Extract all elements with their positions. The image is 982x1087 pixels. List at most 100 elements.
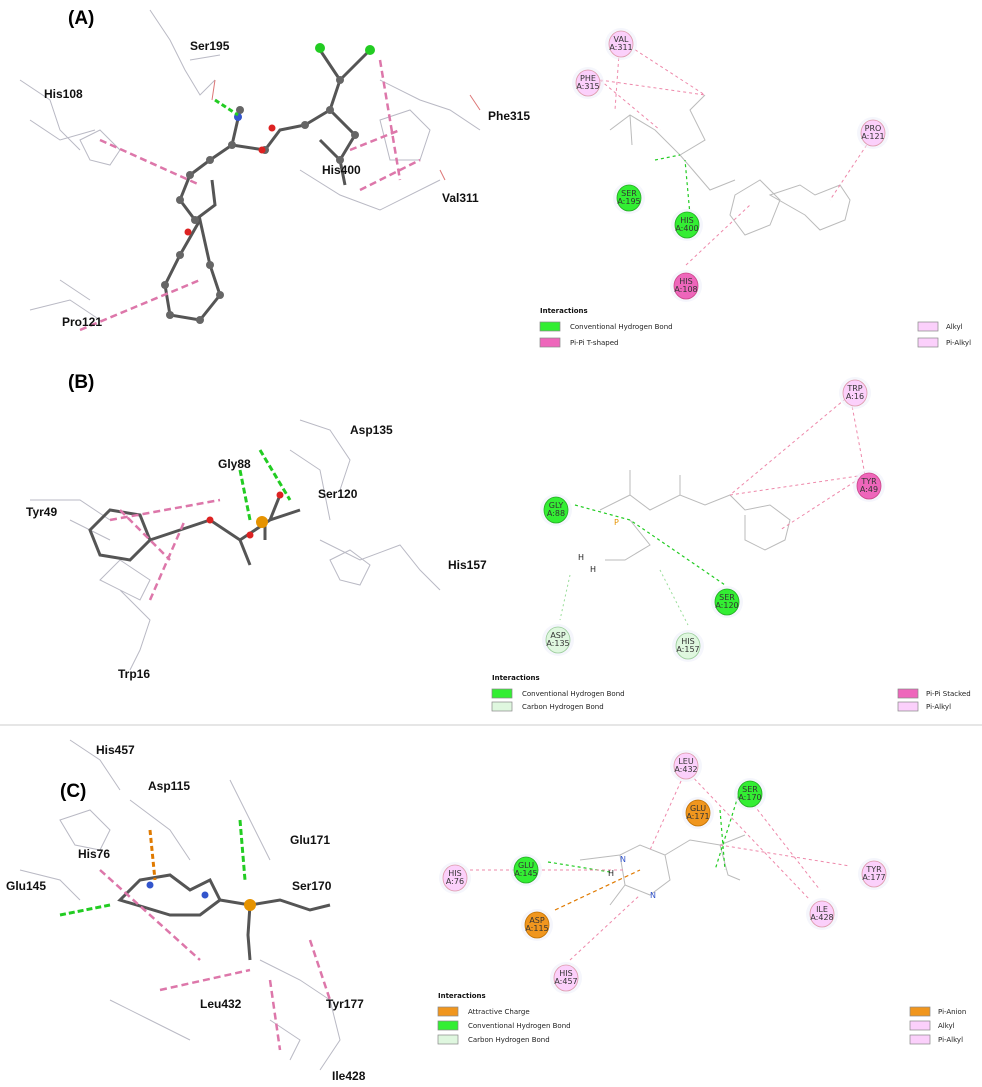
panel-a-3d-structure <box>19 9 481 332</box>
residue-id: A:76 <box>446 877 464 886</box>
legend-label: Conventional Hydrogen Bond <box>522 690 625 698</box>
residue-name: PHE <box>580 74 596 83</box>
legend-label: Pi-Alkyl <box>926 703 951 711</box>
residue-label-3d: Asp135 <box>350 423 393 437</box>
residue-id: A:457 <box>554 977 577 986</box>
residue-node-alkyl <box>553 964 579 992</box>
residue-name: HIS <box>679 277 692 286</box>
residue-node-pi-pi <box>673 272 699 300</box>
residue-node-conventional-hbond <box>513 856 539 884</box>
residue-name: ILE <box>816 905 828 914</box>
residue-label-3d: Tyr49 <box>26 505 57 519</box>
residue-node-alkyl <box>442 864 468 892</box>
legend-label: Conventional Hydrogen Bond <box>468 1022 571 1030</box>
residue-label-3d: Glu145 <box>6 879 46 893</box>
residue-id: A:135 <box>546 639 569 648</box>
residue-name: SER <box>742 785 758 794</box>
residue-name: PRO <box>865 124 882 133</box>
residue-name: HIS <box>448 869 461 878</box>
residue-id: A:400 <box>675 224 698 233</box>
residue-id: A:49 <box>860 485 878 494</box>
panel-b-3d-structure <box>30 419 441 671</box>
residue-label-3d: Phe315 <box>488 109 530 123</box>
residue-id: A:157 <box>676 645 699 654</box>
residue-id: A:432 <box>674 765 697 774</box>
legend-label: Pi-Pi Stacked <box>926 690 971 698</box>
residue-node-conventional-hbond <box>543 496 569 524</box>
residue-id: A:171 <box>686 812 709 821</box>
residue-name: ASP <box>529 916 545 925</box>
residue-label-3d: Val311 <box>442 191 479 205</box>
legend-swatch <box>491 701 513 712</box>
panel-b-legend-title: Interactions <box>492 674 540 682</box>
legend-swatch <box>917 337 939 348</box>
residue-id: A:108 <box>674 285 697 294</box>
residue-name: HIS <box>681 637 694 646</box>
residue-id: A:177 <box>862 873 885 882</box>
legend-swatch <box>437 1020 459 1031</box>
residue-label-3d: Leu432 <box>200 997 242 1011</box>
legend-swatch <box>491 688 513 699</box>
residue-label-3d: Ile428 <box>332 1069 366 1083</box>
residue-label-3d: Ser120 <box>318 487 358 501</box>
residue-node-alkyl <box>575 69 601 97</box>
residue-name: VAL <box>614 35 629 44</box>
residue-id: A:428 <box>810 913 833 922</box>
residue-label-3d: His157 <box>448 558 487 572</box>
atom-label: N <box>620 855 626 864</box>
residue-id: A:315 <box>576 82 599 91</box>
legend-label: Pi-Alkyl <box>938 1036 963 1044</box>
panel-a-2d-diagram <box>599 39 871 266</box>
legend-label: Pi-Pi T-shaped <box>570 339 619 347</box>
atom-label: P <box>614 518 619 527</box>
panel-b-2d-diagram <box>559 394 866 626</box>
atom-label: H <box>608 869 614 878</box>
residue-node-alkyl <box>608 30 634 58</box>
residue-node-conventional-hbond <box>714 588 740 616</box>
residue-name: TRP <box>846 384 862 393</box>
legend-swatch <box>909 1006 931 1017</box>
residue-name: SER <box>621 189 637 198</box>
legend-label: Pi-Alkyl <box>946 339 971 347</box>
residue-name: HIS <box>680 216 693 225</box>
residue-name: TYR <box>865 865 882 874</box>
atom-label: H <box>578 553 584 562</box>
residue-node-conventional-hbond <box>737 780 763 808</box>
residue-id: A:311 <box>609 43 632 52</box>
legend-swatch <box>897 701 919 712</box>
residue-id: A:115 <box>525 924 548 933</box>
residue-label-3d: Gly88 <box>218 457 251 471</box>
legend-label: Pi-Anion <box>938 1008 966 1016</box>
panel-a-label: (A) <box>68 8 94 29</box>
residue-label-3d: His400 <box>322 163 361 177</box>
residue-name: TYR <box>860 477 877 486</box>
legend-swatch <box>897 688 919 699</box>
residue-name: ASP <box>550 631 566 640</box>
panel-c-label: (C) <box>60 781 86 802</box>
residue-node-carbon-hbond <box>545 626 571 654</box>
legend-swatch <box>909 1034 931 1045</box>
legend-label: Conventional Hydrogen Bond <box>570 323 673 331</box>
panel-a-legend-title: Interactions <box>540 307 588 315</box>
residue-label-3d: Glu171 <box>290 833 330 847</box>
legend-swatch <box>437 1006 459 1017</box>
residue-name: GLU <box>518 861 534 870</box>
residue-label-3d: Tyr177 <box>326 997 364 1011</box>
residue-name: GLY <box>549 501 564 510</box>
residue-id: A:195 <box>617 197 640 206</box>
legend-swatch <box>539 337 561 348</box>
residue-node-conventional-hbond <box>616 184 642 212</box>
panel-b-label: (B) <box>68 372 94 393</box>
residue-node-pi-pi <box>856 472 882 500</box>
residue-node-alkyl <box>673 752 699 780</box>
residue-id: A:170 <box>738 793 761 802</box>
residue-label-3d: His108 <box>44 87 83 101</box>
legend-label: Carbon Hydrogen Bond <box>468 1036 550 1044</box>
residue-name: LEU <box>678 757 694 766</box>
residue-id: A:121 <box>861 132 884 141</box>
legend-label: Carbon Hydrogen Bond <box>522 703 604 711</box>
legend-swatch <box>539 321 561 332</box>
residue-node-alkyl <box>842 379 868 407</box>
legend-label: Alkyl <box>938 1022 955 1030</box>
